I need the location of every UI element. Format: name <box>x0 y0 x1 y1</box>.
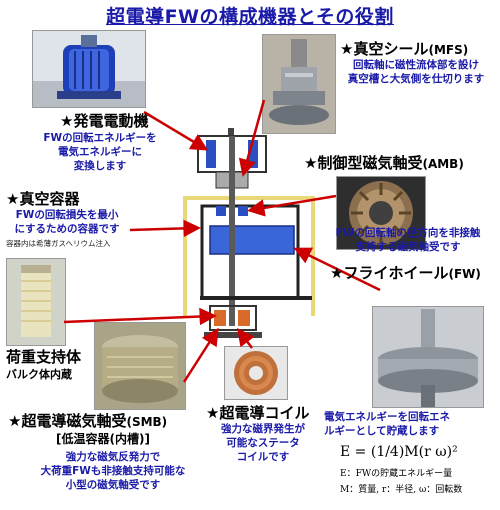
load-support-heading: 荷重支持体 <box>6 348 82 366</box>
amb-desc-line: FWの回転軸の径方向を非接触 <box>335 227 481 239</box>
flywheel-photo <box>372 306 484 408</box>
shaft-top-cap <box>228 128 234 136</box>
generator-desc-line: 変換します <box>73 160 127 172</box>
arrow-smb <box>182 327 219 383</box>
flywheel-formula: E = (1/4)M(r ω)² <box>340 444 458 460</box>
arrow-vacuum-seal <box>238 99 266 177</box>
generator-desc: FWの回転エネルギーを 電気エネルギーに 変換します <box>30 131 170 173</box>
coil-photo <box>224 346 288 400</box>
generator-desc-line: FWの回転エネルギーを <box>43 132 157 144</box>
vacuum-vessel-desc-line: FWの回転損失を最小 <box>15 209 119 221</box>
amb-photo <box>336 176 426 250</box>
smb-bulk-left <box>214 310 226 326</box>
flywheel-legend-line: M：質量, r：半径, ω：回転数 <box>340 485 463 495</box>
flywheel-heading-row: ★フライホイール(FW) <box>330 262 481 283</box>
smb-bulk-right <box>238 310 250 326</box>
coil-desc-line: 可能なステータ <box>226 437 300 449</box>
amb-abbr: (AMB) <box>422 157 464 171</box>
flywheel-rotor <box>209 225 295 255</box>
smb-photo-art <box>95 323 185 409</box>
load-support-photo-art <box>7 259 65 345</box>
smb-sub: [低温容器(内槽)] <box>56 432 150 446</box>
amb-photo-art <box>337 177 425 249</box>
smb-heading: ★超電導磁気軸受 <box>8 412 127 430</box>
coil-desc-line: 強力な磁界発生が <box>221 423 305 435</box>
generator-photo <box>32 30 146 108</box>
vacuum-vessel-desc-line: にするための容器です <box>14 223 120 235</box>
vacuum-seal-desc-line: 真空槽と大気側を仕切ります <box>347 73 485 85</box>
amb-coil-right <box>238 206 248 216</box>
vacuum-seal-photo-art <box>263 35 335 133</box>
arrow-load-support <box>63 307 217 326</box>
flywheel-desc: 電気エネルギーを回転エネ ルギーとして貯蔵します <box>324 410 494 438</box>
smb-abbr: (SMB) <box>126 415 168 429</box>
amb-coil-left <box>216 206 226 216</box>
arrow-generator <box>143 110 209 151</box>
generator-stator-left <box>206 140 216 168</box>
smb-photo <box>94 322 186 410</box>
amb-heading-row: ★制御型磁気軸受(AMB) <box>304 152 464 173</box>
flywheel-desc-line: ルギーとして貯蔵します <box>324 425 440 437</box>
vacuum-seal-abbr: (MFS) <box>428 43 469 57</box>
coil-heading: ★超電導コイル <box>206 404 310 422</box>
generator-photo-art <box>33 35 145 107</box>
vacuum-seal-heading: ★真空シール <box>340 40 429 58</box>
vessel-frame-top <box>183 196 315 200</box>
arrow-amb <box>247 194 337 217</box>
page-title: 超電導FWの構成機器とその役割 <box>106 6 394 28</box>
generator-stator-right <box>248 140 258 168</box>
rotor-shaft <box>229 136 235 326</box>
coil-desc-line: コイルです <box>236 451 290 463</box>
flywheel-photo-art <box>373 307 483 407</box>
smb-heading-row: ★超電導磁気軸受(SMB) <box>8 410 167 431</box>
vacuum-seal-desc: 回転軸に磁性流体部を設け 真空槽と大気側を仕切ります <box>338 58 494 86</box>
flywheel-abbr: (FW) <box>448 267 481 281</box>
amb-desc: FWの回転軸の径方向を非接触 支持する磁気軸受です <box>318 226 498 254</box>
vacuum-vessel-note: 容器内は希薄ガスヘリウム注入 <box>6 239 111 248</box>
amb-heading: ★制御型磁気軸受 <box>304 154 423 172</box>
coil-photo-art <box>225 347 287 399</box>
arrow-coil <box>237 328 255 349</box>
flywheel-desc-line: 電気エネルギーを回転エネ <box>324 411 450 423</box>
vacuum-seal-desc-line: 回転軸に磁性流体部を設け <box>353 59 479 71</box>
vacuum-seal-photo <box>262 34 336 134</box>
smb-desc-line: 強力な磁気反発力で <box>65 451 161 463</box>
arrow-flywheel <box>293 247 381 292</box>
smb-desc: 強力な磁気反発力で 大荷重FWも非接触支持可能な 小型の磁気軸受です <box>24 450 202 492</box>
vessel-bottom-plate <box>200 296 312 300</box>
vacuum-vessel-desc: FWの回転損失を最小 にするための容器です <box>2 208 132 236</box>
vessel-frame-left <box>183 196 187 316</box>
machine-base <box>204 332 262 338</box>
generator-heading: ★発電電動機 <box>60 112 149 130</box>
load-support-sub: バルク体内蔵 <box>6 368 72 381</box>
flywheel-heading: ★フライホイール <box>330 264 449 282</box>
amb-desc-line: 支持する磁気軸受です <box>355 241 461 253</box>
vacuum-vessel-heading: ★真空容器 <box>6 190 80 208</box>
flywheel-legend-line: E：FWの貯蔵エネルギー量 <box>340 469 453 479</box>
smb-desc-line: 小型の磁気軸受です <box>65 479 161 491</box>
smb-desc-line: 大荷重FWも非接触支持可能な <box>40 465 186 477</box>
load-support-photo <box>6 258 66 346</box>
generator-desc-line: 電気エネルギーに <box>58 146 142 158</box>
vacuum-seal-heading-row: ★真空シール(MFS) <box>340 38 468 59</box>
arrow-vacuum-vessel <box>129 219 201 238</box>
coil-desc: 強力な磁界発生が 可能なステータ コイルです <box>206 422 320 464</box>
flywheel-legend: E：FWの貯蔵エネルギー量 M：質量, r：半径, ω：回転数 <box>340 466 462 495</box>
